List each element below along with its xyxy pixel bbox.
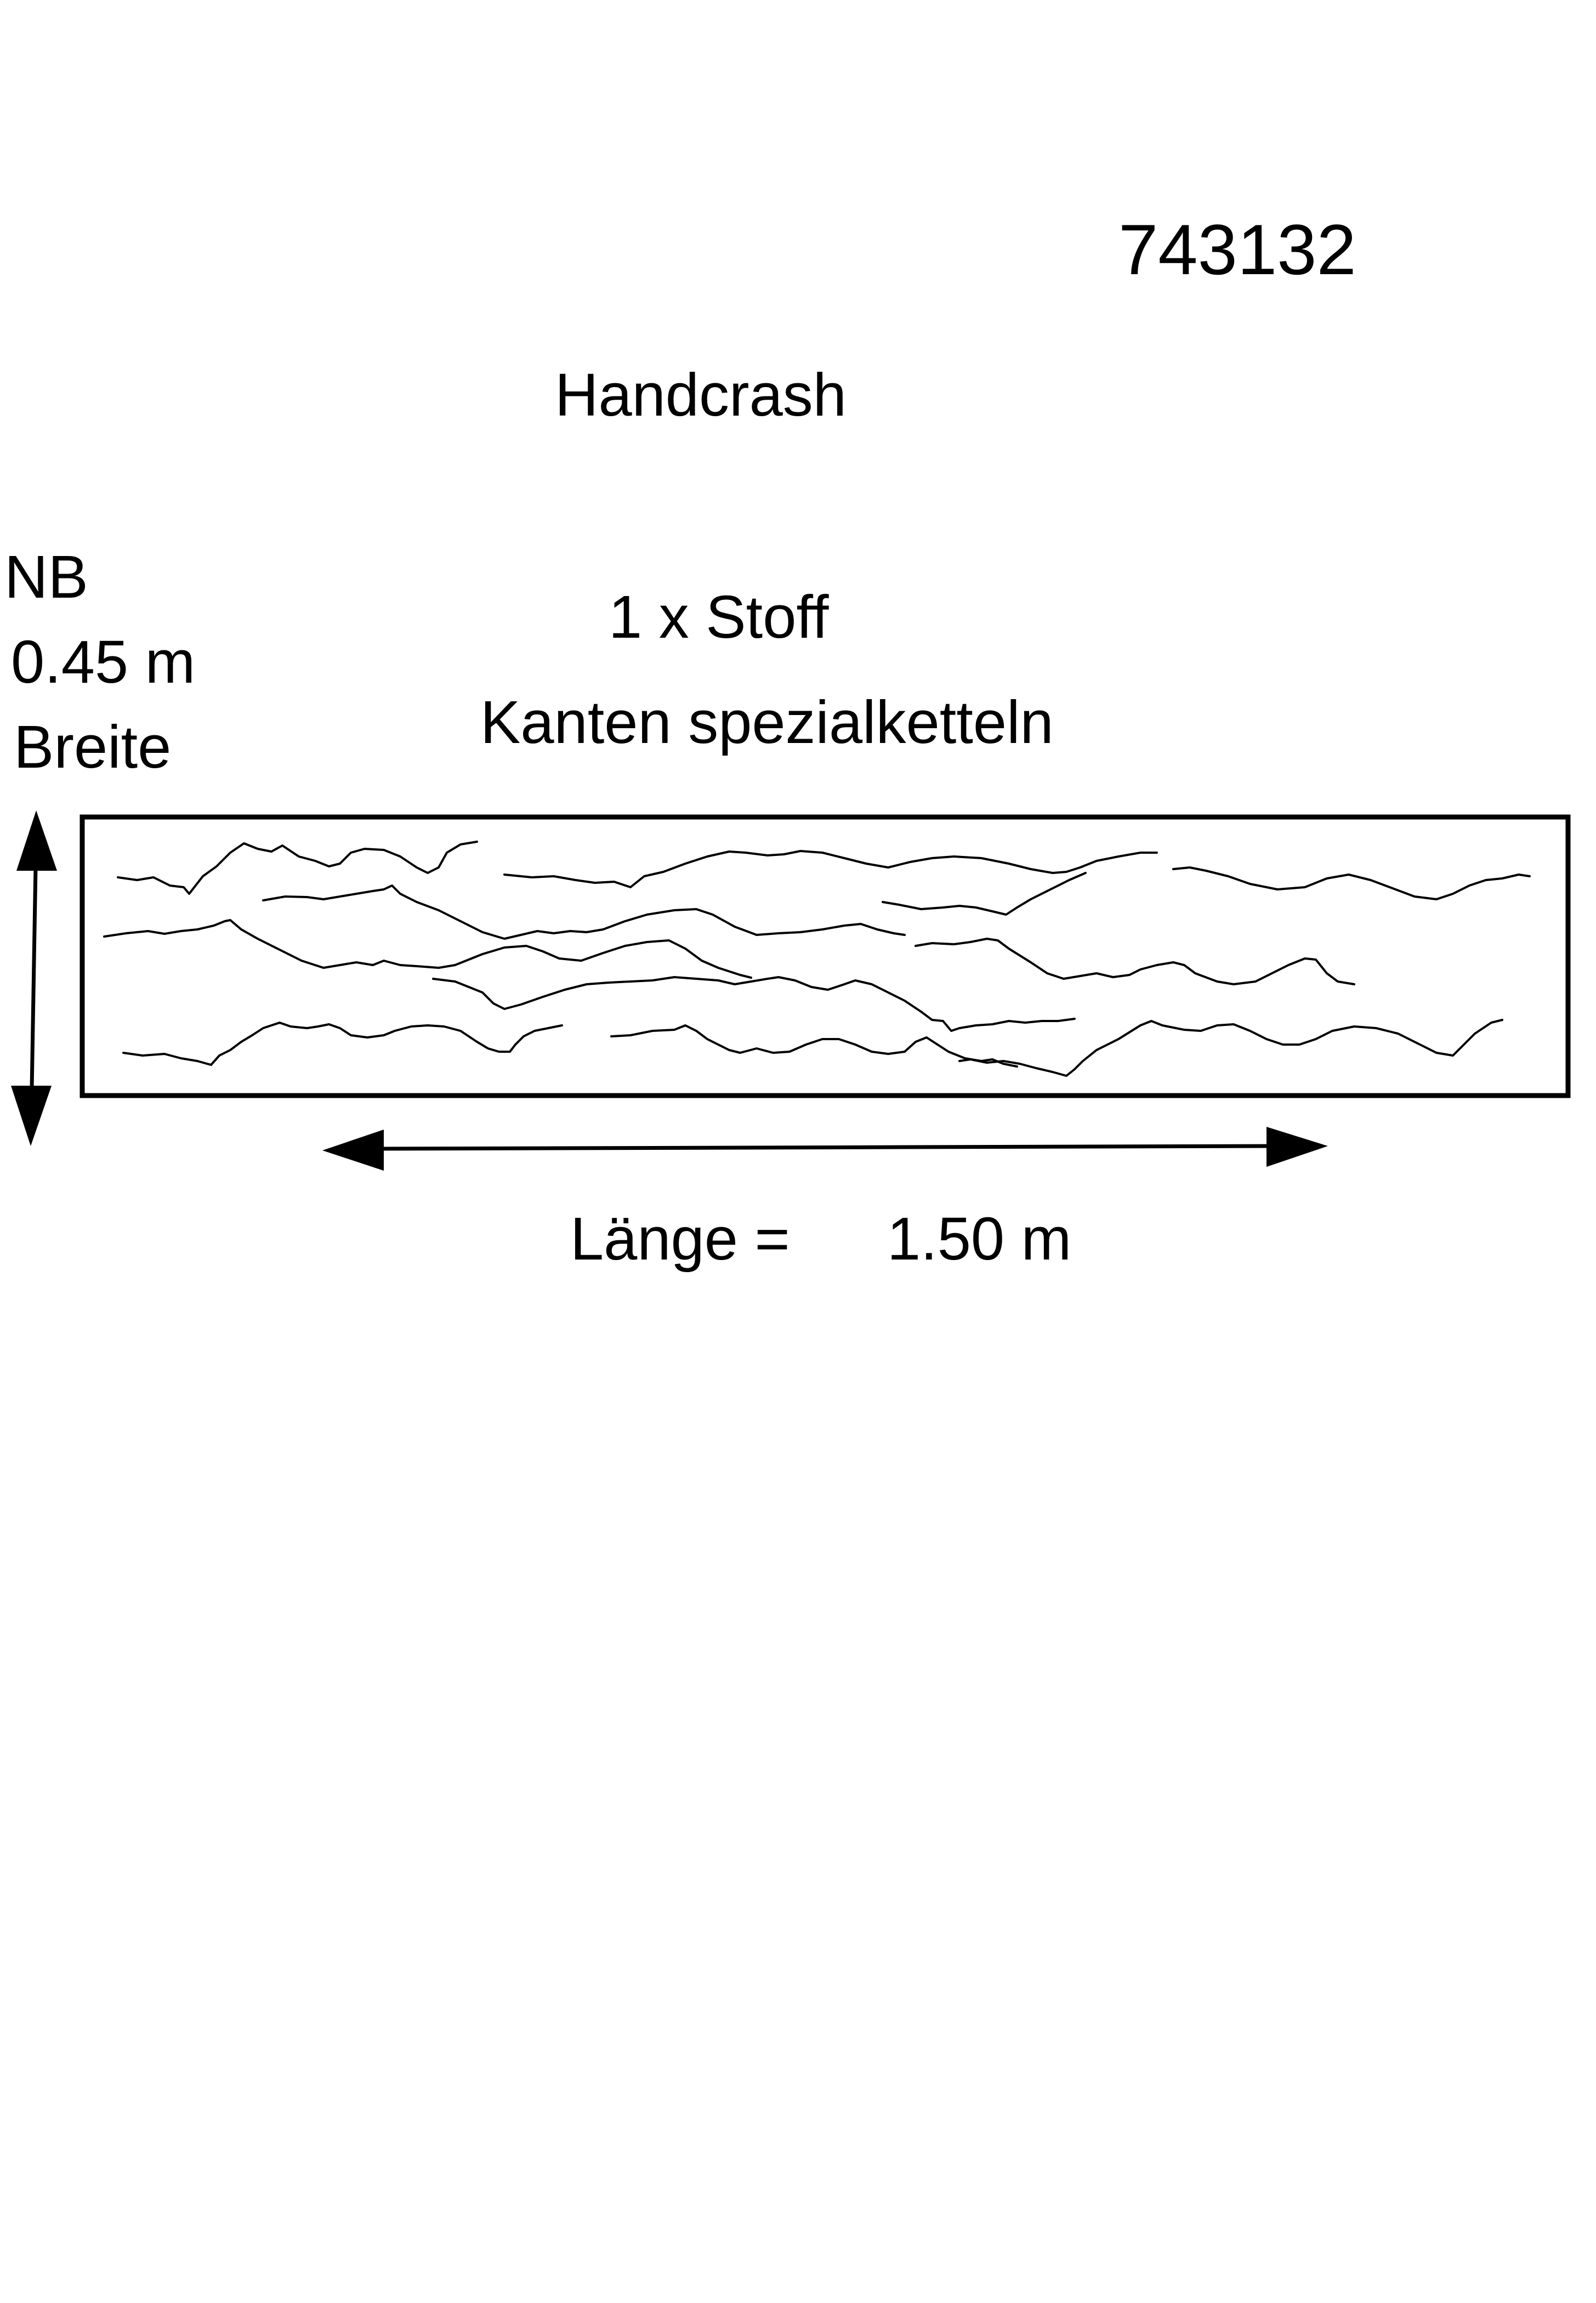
fabric-texture <box>103 841 1531 1077</box>
width-value: 0.45 m <box>11 628 195 696</box>
length-value: 1.50 m <box>887 1205 1071 1273</box>
width-label: Breite <box>14 713 171 781</box>
length-arrowhead-left <box>322 1130 384 1171</box>
fabric-outline <box>79 814 1571 1098</box>
width-arrow-shaft <box>30 866 38 1089</box>
width-arrowhead-bottom <box>11 1086 52 1146</box>
width-arrowhead-top <box>16 810 57 871</box>
length-label: Länge = <box>570 1205 790 1273</box>
edge-note: Kanten spezialketteln <box>480 689 1054 756</box>
width-prefix: NB <box>4 543 88 611</box>
length-arrowhead-right <box>1266 1127 1328 1167</box>
length-arrow-shaft <box>372 1144 1278 1151</box>
product-title: Handcrash <box>555 361 847 429</box>
length-dimension-arrow <box>322 1127 1328 1171</box>
quantity-label: 1 x Stoff <box>609 583 829 651</box>
article-number: 743132 <box>1118 209 1356 290</box>
width-dimension-arrow <box>11 810 57 1146</box>
